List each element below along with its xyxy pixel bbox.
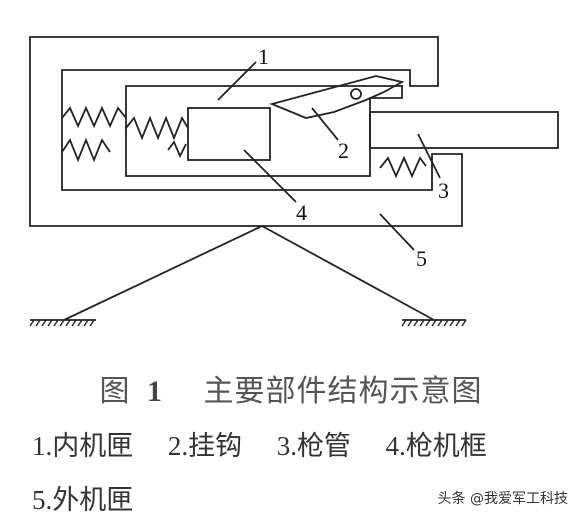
ground-hatch-left — [29, 319, 95, 327]
spring-outer-upper — [61, 105, 127, 129]
leader-2 — [311, 107, 339, 141]
legend-row-2: 5.外机匣 — [32, 478, 159, 517]
support-right — [261, 225, 435, 321]
legend-item-1: 1.内机匣 — [32, 431, 134, 462]
structure-diagram: 1 2 3 4 5 — [29, 36, 559, 327]
callout-1: 1 — [258, 44, 269, 69]
inner-receiver — [125, 85, 403, 177]
watermark: 头条 @我爱军工科技 — [437, 491, 568, 507]
callout-5: 5 — [416, 246, 427, 271]
legend-item-3: 3.枪管 — [276, 431, 351, 462]
hook-pin — [350, 88, 362, 100]
leader-5 — [379, 213, 415, 251]
bolt-carrier — [187, 107, 271, 161]
callout-4: 4 — [296, 200, 307, 225]
hook — [269, 75, 405, 119]
caption-prefix: 图 — [99, 374, 131, 409]
spring-outer-lower — [61, 137, 111, 163]
callout-2: 2 — [338, 138, 349, 163]
leader-4 — [243, 149, 297, 203]
caption-number: 1 — [147, 375, 163, 408]
legend-item-2: 2.挂钩 — [167, 431, 243, 462]
leader-1 — [217, 61, 257, 101]
legend-item-4: 4.枪机框 — [385, 431, 487, 462]
spring-inner — [125, 115, 189, 141]
caption-text: 主要部件结构示意图 — [203, 374, 483, 409]
callout-3: 3 — [438, 178, 449, 203]
support-left — [63, 225, 263, 321]
legend-item-5: 5.外机匣 — [32, 485, 134, 516]
leader-3 — [417, 133, 441, 179]
ground-hatch-right — [401, 319, 467, 327]
spring-barrel — [379, 155, 427, 179]
figure-caption: 图 1 主要部件结构示意图 — [0, 366, 582, 410]
spring-inner-small — [167, 140, 187, 159]
barrel — [369, 111, 559, 149]
legend-row-1: 1.内机匣 2.挂钩 3.枪管 4.枪机框 — [32, 424, 513, 463]
outer-receiver — [29, 36, 463, 227]
